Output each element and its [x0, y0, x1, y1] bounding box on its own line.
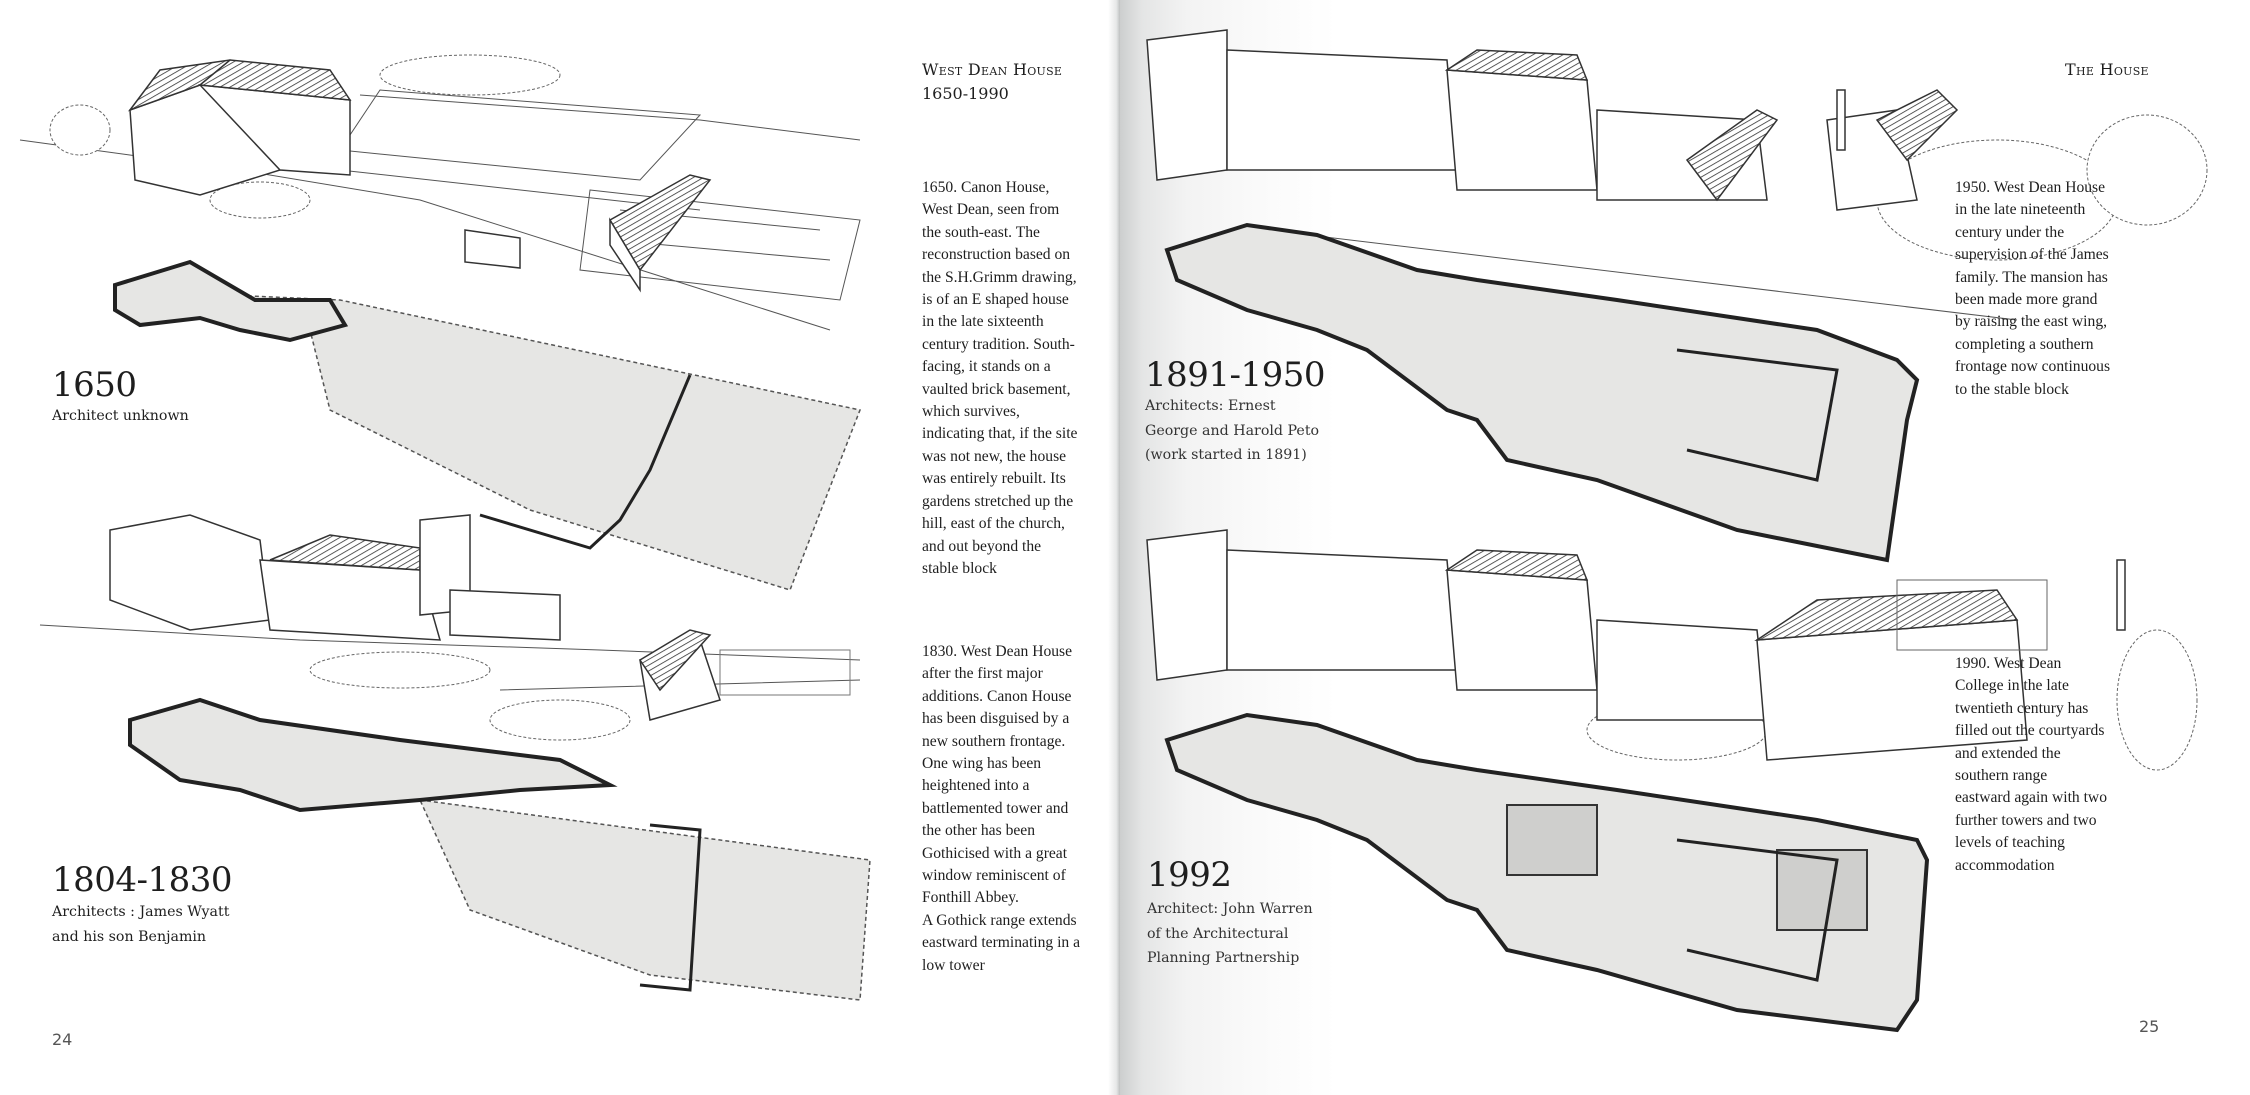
running-head: The House	[2065, 60, 2149, 79]
floor-plan-1891	[1164, 222, 1920, 563]
era-1992-caption: Architect: John Warren of the Architectu…	[1147, 901, 1313, 966]
drawing-1804-aerial	[39, 514, 861, 741]
drawing-1992-aerial	[1146, 529, 2198, 771]
era-1650-year: 1650	[52, 365, 137, 405]
floor-plan-1804	[128, 697, 871, 1001]
section-title: West Dean House	[922, 60, 1063, 79]
floor-plan-1650	[113, 259, 862, 591]
era-1891-year: 1891-1950	[1145, 355, 1326, 395]
era-1804-year: 1804-1830	[52, 860, 233, 900]
book-gutter	[1108, 0, 1120, 1095]
page-number-left: 24	[52, 1030, 73, 1049]
right-page: The House 1891-1950 Architects: Ernest G…	[1117, 0, 2250, 1095]
floor-plan-1992	[1164, 712, 1930, 1033]
era-1650-caption: Architect unknown	[52, 408, 189, 424]
left-page: 1650 Architect unknown 1804-1830 Archite…	[0, 0, 1117, 1095]
era-1992-year: 1992	[1147, 855, 1232, 895]
drawing-1891-aerial	[1146, 29, 2208, 321]
era-1804-caption: Architects : James Wyatt and his son Ben…	[52, 904, 230, 945]
paragraph-1650: 1650. Canon House, West Dean, seen from …	[922, 179, 1078, 577]
paragraph-1950: 1950. West Dean House in the late ninete…	[1955, 179, 2111, 398]
drawing-1650-aerial	[19, 54, 861, 331]
era-1891-caption: Architects: Ernest George and Harold Pet…	[1145, 398, 1320, 463]
section-dates: 1650-1990	[922, 84, 1009, 103]
illustrations-left	[19, 54, 871, 1001]
page-number-right: 25	[2139, 1017, 2160, 1036]
paragraph-1830: 1830. West Dean House after the first ma…	[922, 643, 1081, 974]
paragraph-1990: 1990. West Dean College in the late twen…	[1955, 655, 2107, 874]
illustrations-right	[1146, 29, 2208, 1033]
